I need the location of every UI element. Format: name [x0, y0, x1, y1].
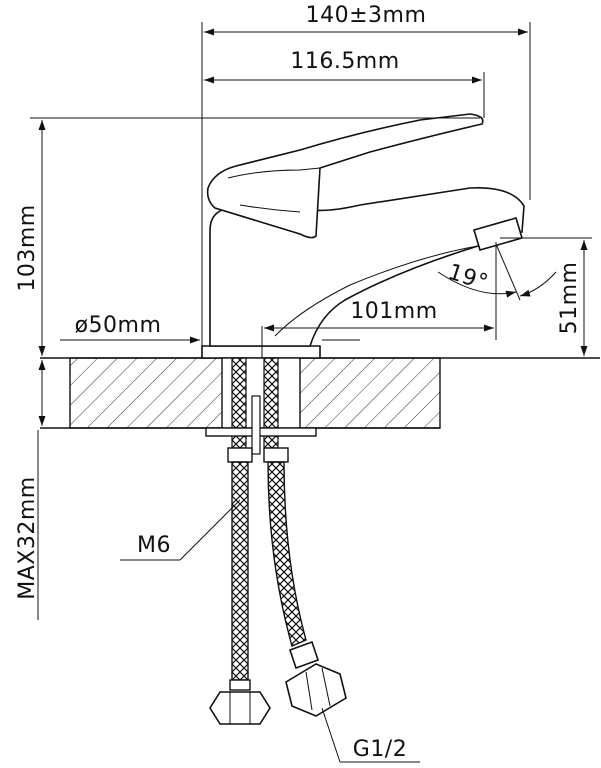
- callout-m6-leader: [179, 499, 241, 561]
- dim-body-width: 116.5mm: [290, 49, 399, 74]
- callout-g12-leader: [321, 707, 341, 763]
- dim-spout-height: 51mm: [557, 262, 582, 335]
- dim-base-diameter: ø50mm: [75, 313, 162, 338]
- angle-arc-left: [437, 271, 517, 298]
- mounting-shank: [205, 357, 317, 455]
- angle-ray: [495, 243, 521, 301]
- dim-max-thickness: MAX32mm: [15, 476, 40, 599]
- callout-g12: G1/2: [353, 737, 407, 762]
- dim-spout-reach: 101mm: [350, 299, 437, 324]
- dim-height: 103mm: [15, 204, 40, 291]
- dim-spout-angle: 19°: [445, 260, 491, 296]
- hose-right: [263, 447, 347, 717]
- faucet-body: [201, 113, 525, 359]
- hose-left: [209, 447, 271, 725]
- callout-m6: M6: [137, 533, 171, 558]
- dim-total-width: 140±3mm: [306, 3, 427, 28]
- angle-arc-right: [519, 271, 557, 297]
